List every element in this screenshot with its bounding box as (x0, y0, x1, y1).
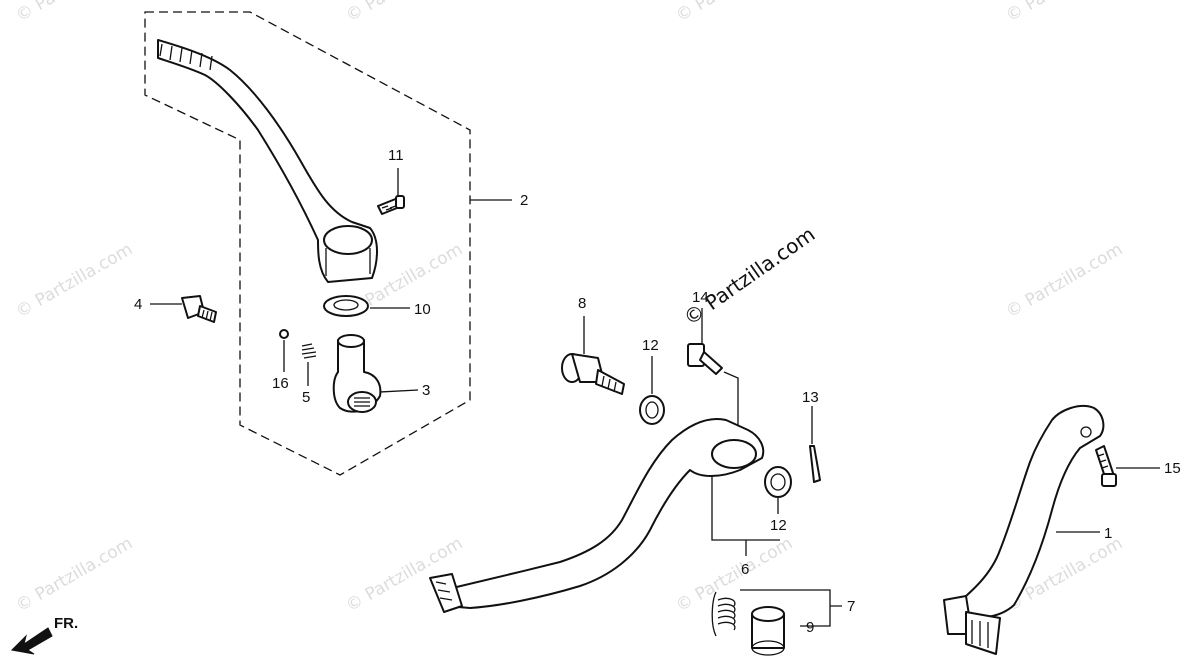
callout-6: 6 (741, 561, 749, 578)
leader-line (379, 389, 419, 393)
cotter-pin-13 (809, 445, 821, 483)
spring-5 (301, 343, 317, 359)
bolt-4 (181, 295, 217, 323)
bushing-12-upper (639, 395, 665, 425)
callout-3: 3 (422, 382, 430, 399)
bolt-15 (1095, 445, 1117, 487)
pivot-3 (332, 334, 382, 413)
callout-13: 13 (802, 389, 819, 406)
callout-5: 5 (302, 389, 310, 406)
front-direction-label: FR. (54, 615, 78, 632)
callout-12-upper: 12 (642, 337, 659, 354)
watermark: © Partzilla.com (13, 0, 137, 26)
bracket-line (711, 476, 780, 541)
callout-11: 11 (388, 147, 404, 164)
callout-9: 9 (806, 619, 814, 636)
watermark: © Partzilla.com (673, 0, 797, 26)
oil-seal-10 (323, 295, 369, 317)
callout-1: 1 (1104, 525, 1112, 542)
leader-line (723, 371, 739, 430)
callout-12-lower: 12 (770, 517, 787, 534)
collar-9 (751, 606, 785, 656)
gear-shift-pedal-1 (943, 404, 1105, 655)
watermark-main: © Partzilla.com (679, 222, 819, 330)
ball-16 (279, 329, 289, 339)
brake-pedal-6 (429, 418, 765, 613)
watermarks: © Partzilla.com © Partzilla.com © Partzi… (13, 0, 1127, 616)
return-spring (711, 591, 736, 637)
bolt-11 (377, 195, 405, 215)
assembly-outline (144, 11, 471, 476)
callout-16: 16 (272, 375, 289, 392)
watermark: © Partzilla.com (343, 0, 467, 26)
watermark: © Partzilla.com (13, 239, 137, 322)
bracket-line (740, 589, 842, 627)
bushing-12-lower (764, 466, 792, 498)
callout-10: 10 (414, 301, 431, 318)
bolt-14 (687, 343, 723, 375)
callout-14: 14 (692, 289, 709, 306)
watermark: © Partzilla.com (1003, 239, 1127, 322)
front-direction-arrow-icon (10, 627, 53, 655)
callout-2: 2 (520, 192, 528, 209)
callout-4: 4 (134, 296, 142, 313)
watermark: © Partzilla.com (13, 533, 137, 616)
callout-8: 8 (578, 295, 586, 312)
callout-15: 15 (1164, 460, 1181, 477)
callout-7: 7 (847, 598, 855, 615)
kick-starter-arm (157, 39, 378, 283)
watermark: © Partzilla.com (1003, 0, 1127, 26)
bolt-8 (561, 353, 625, 395)
